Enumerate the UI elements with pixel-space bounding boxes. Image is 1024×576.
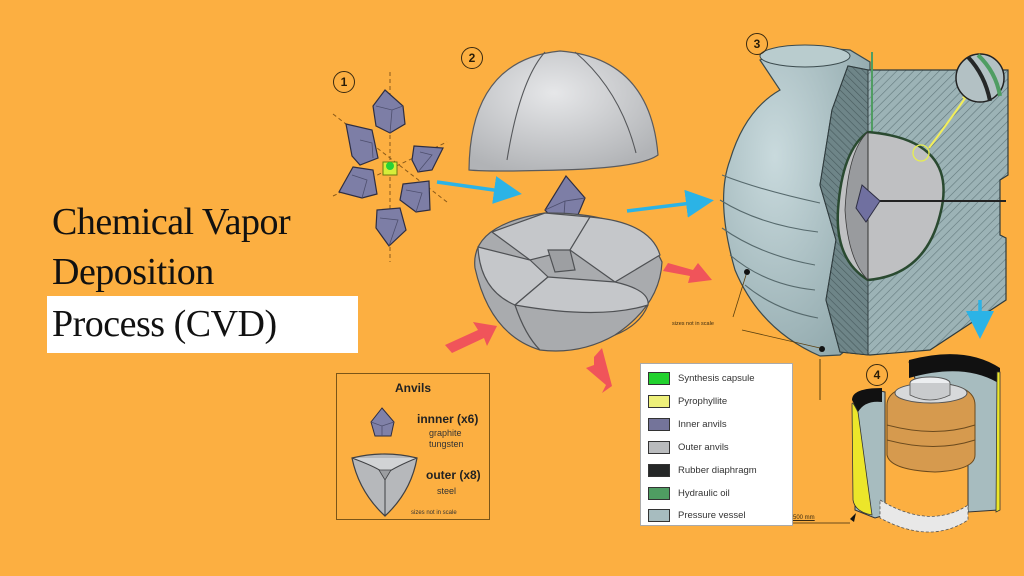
legend-label: Pressure vessel: [678, 509, 746, 521]
legend-item-inner-anvils: Inner anvils: [648, 416, 727, 432]
legend-label: Outer anvils: [678, 441, 729, 453]
swatch-pressure-vessel: [648, 508, 670, 522]
legend-item-hydraulic-oil: Hydraulic oil: [648, 485, 730, 501]
step-1-badge: 1: [333, 71, 355, 93]
materials-legend: Synthesis capsule Pyrophyllite Inner anv…: [640, 363, 793, 526]
swatch-outer-anvils: [648, 440, 670, 454]
title-line-2: Deposition: [52, 251, 214, 293]
flow-arrows: [436, 176, 994, 339]
inner-anvil-materials: graphite tungsten: [429, 428, 464, 450]
step-3-badge: 3: [746, 33, 768, 55]
outer-anvil-label: outer (x8): [426, 468, 481, 482]
step-4-capsule-assembly: [786, 354, 1001, 533]
step-2-lower-outer-anvils-bowl: [474, 212, 663, 352]
swatch-pyrophyllite: [648, 394, 670, 408]
legend-item-rubber-diaphragm: Rubber diaphragm: [648, 462, 757, 478]
swatch-hydraulic-oil: [648, 486, 670, 500]
title-line-1: Chemical Vapor: [52, 201, 291, 243]
legend-label: Hydraulic oil: [678, 487, 730, 499]
legend-label: Inner anvils: [678, 418, 727, 430]
material-graphite: graphite: [429, 428, 462, 438]
outer-anvil-icon: [351, 453, 418, 517]
swatch-synthesis-capsule: [648, 371, 670, 385]
anvils-info-box: Anvils innner (x6) graphite tungsten out…: [336, 373, 490, 520]
legend-label: Rubber diaphragm: [678, 464, 757, 476]
step-3-pressure-vessel: [719, 44, 1009, 357]
legend-item-outer-anvils: Outer anvils: [648, 439, 729, 455]
swatch-rubber-diaphragm: [648, 463, 670, 477]
outer-anvil-material: steel: [437, 486, 457, 496]
material-tungsten: tungsten: [429, 439, 464, 449]
anvils-scale-note: sizes not in scale: [411, 510, 457, 516]
radius-label: R 500 mm: [787, 515, 815, 521]
step-4-badge: 4: [866, 364, 888, 386]
legend-item-pyrophyllite: Pyrophyllite: [648, 393, 727, 409]
swatch-inner-anvils: [648, 417, 670, 431]
inner-anvil-icon: [370, 407, 395, 437]
title-highlight-box: [47, 296, 358, 353]
title-line-3: Process (CVD): [52, 303, 277, 345]
legend-label: Synthesis capsule: [678, 372, 755, 384]
pressure-arrows: [445, 263, 712, 393]
step-2-upper-outer-anvils-dome: [468, 50, 659, 172]
sphere-scale-note: sizes not in scale: [672, 321, 714, 327]
legend-item-pressure-vessel: Pressure vessel: [648, 507, 746, 523]
legend-item-synthesis-capsule: Synthesis capsule: [648, 370, 755, 386]
anvils-title: Anvils: [395, 381, 432, 395]
legend-label: Pyrophyllite: [678, 395, 728, 407]
step-2-badge: 2: [461, 47, 483, 69]
inner-anvil-label: innner (x6): [417, 412, 479, 426]
